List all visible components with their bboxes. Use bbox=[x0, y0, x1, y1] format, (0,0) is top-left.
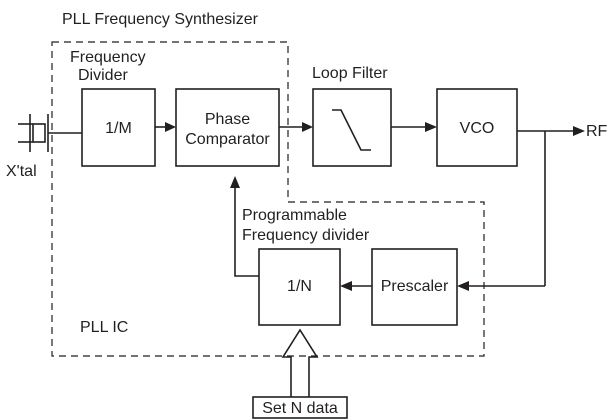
arrowhead bbox=[230, 176, 240, 188]
data-bus-arrow bbox=[281, 328, 319, 397]
phase-comparator-label-line1: Phase bbox=[205, 111, 250, 128]
arrowhead bbox=[425, 122, 437, 132]
phase-comparator-label-line2: Comparator bbox=[185, 131, 270, 148]
loop-filter-label: Loop Filter bbox=[312, 65, 388, 82]
m-divider-label: 1/M bbox=[105, 120, 132, 137]
freq-divider-label-line1: Frequency bbox=[70, 49, 146, 66]
pll-ic-boundary bbox=[51, 41, 485, 357]
freq-divider-label-line2: Divider bbox=[78, 67, 128, 84]
arrowhead bbox=[457, 281, 469, 291]
arrowhead bbox=[340, 281, 352, 291]
xtal-label: X'tal bbox=[6, 163, 37, 180]
n-divider-label: 1/N bbox=[287, 278, 312, 295]
arrowhead bbox=[302, 122, 313, 132]
lowpass-filter-icon bbox=[332, 109, 371, 151]
pll-ic-label: PLL IC bbox=[80, 319, 128, 336]
set-n-data-label: Set N data bbox=[262, 400, 338, 417]
prog-divider-label-line2: Frequency divider bbox=[242, 227, 370, 244]
set-n-data-box bbox=[252, 396, 348, 419]
phase-comparator-block bbox=[175, 88, 280, 167]
crystal-icon bbox=[18, 114, 82, 152]
vco-label: VCO bbox=[460, 120, 495, 137]
loop-filter-block bbox=[312, 88, 392, 167]
prescaler-block bbox=[371, 248, 458, 326]
synth-title: PLL Frequency Synthesizer bbox=[62, 11, 259, 28]
m-divider-block bbox=[81, 88, 156, 167]
rf-label: RF bbox=[586, 123, 608, 140]
n-divider-block bbox=[258, 248, 341, 326]
arrowhead bbox=[165, 122, 176, 132]
prescaler-label: Prescaler bbox=[381, 278, 449, 295]
prog-divider-label-line1: Programmable bbox=[242, 207, 347, 224]
vco-block bbox=[436, 88, 518, 167]
arrowhead bbox=[573, 126, 585, 136]
